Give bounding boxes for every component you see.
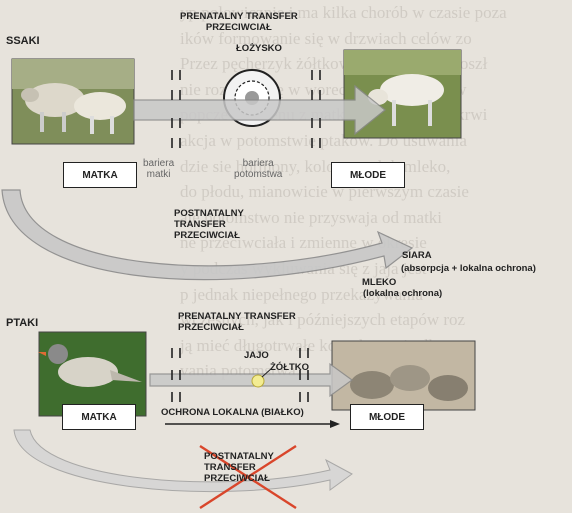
birds-title: PTAKI [6,318,38,329]
yolk-label: ŻÓŁTKO [270,362,309,373]
sheep-photo [12,59,134,144]
mammals-prenatal-label: PRENATALNY TRANSFER PRZECIWCIAŁ [180,11,298,33]
placenta-label: ŁOŻYSKO [236,43,282,54]
birds-postnatal-crossed-label: POSTNATALNY TRANSFER PRZECIWCIAŁ [204,451,274,484]
mother-box-birds: MATKA [62,404,136,430]
milk-label: MLEKO [362,277,396,288]
mammals-title: SSAKI [6,36,40,47]
mother-box-mammals: MATKA [63,162,137,188]
egg-label: JAJO [244,350,269,361]
birds-prenatal-label: PRENATALNY TRANSFER PRZECIWCIAŁ [178,311,296,333]
postnatal-arrow-birds-crossed [14,430,352,492]
local-protection-label: OCHRONA LOKALNA (BIAŁKO) [161,407,304,418]
offspring-box-mammals: MŁODE [331,162,405,188]
colostrum-label: SIARA [402,250,432,261]
chicks-photo [332,341,475,410]
mammals-postnatal-label: POSTNATALNY TRANSFER PRZECIWCIAŁ [174,208,244,241]
offspring-box-birds: MŁODE [350,404,424,430]
colostrum-note: (absorpcja + lokalna ochrona) [401,263,536,274]
mother-barrier-label: bariera matki [143,158,174,180]
offspring-barrier-label: bariera potomstwa [234,158,282,180]
milk-note: (lokalna ochrona) [363,288,442,299]
